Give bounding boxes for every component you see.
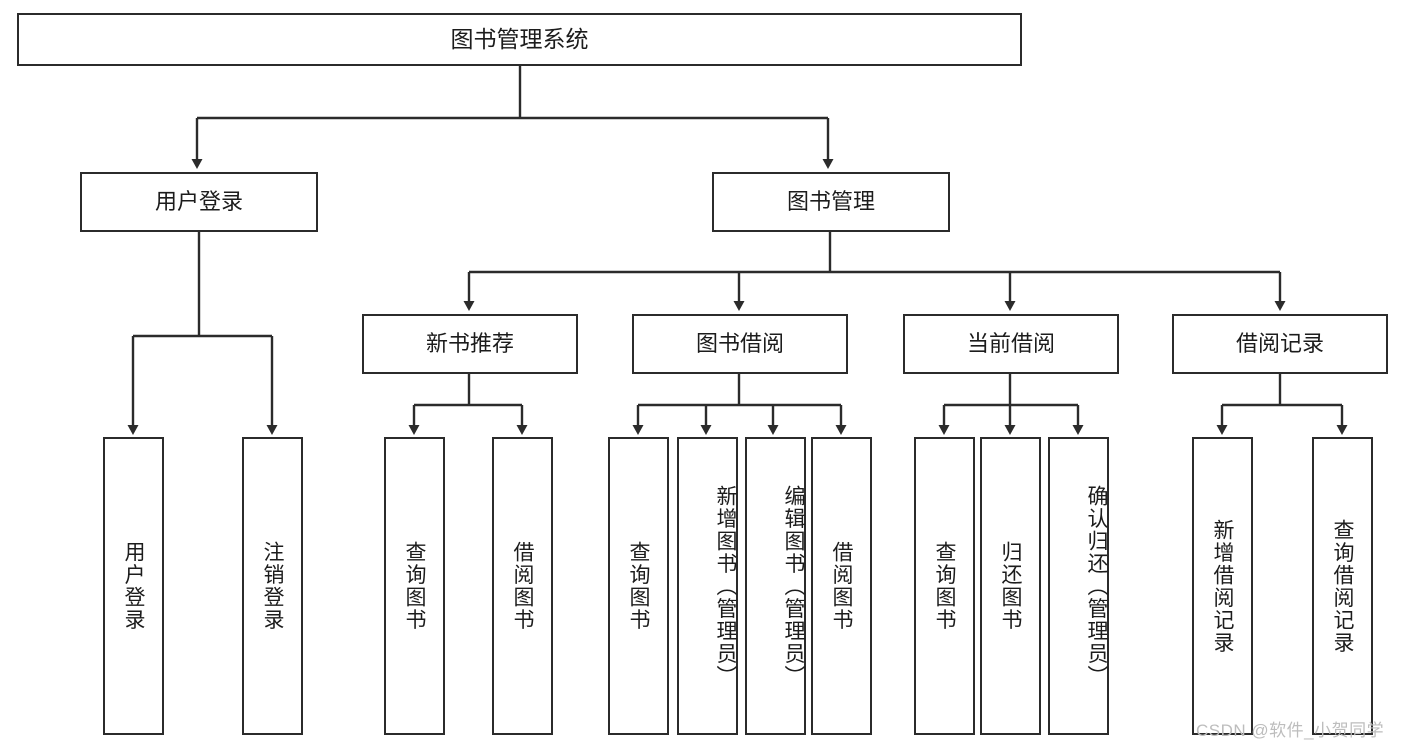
node-label: 新增图书（管理员）	[714, 484, 737, 688]
node-label: 图书管理系统	[450, 26, 589, 53]
node-label: 注销登录	[261, 541, 284, 631]
node-label: 借阅图书	[511, 541, 534, 631]
node-new-book-recommendation[interactable]: 新书推荐	[362, 314, 578, 374]
node-label: 新书推荐	[425, 331, 514, 357]
node-current-borrowing[interactable]: 当前借阅	[903, 314, 1119, 374]
leaf-user-login-logout[interactable]: 注销登录	[242, 437, 303, 735]
leaf-book-borrow-edit-book-admin[interactable]: 编辑图书（管理员）	[745, 437, 806, 735]
node-label: 编辑图书（管理员）	[782, 484, 805, 688]
node-label: 图书借阅	[695, 331, 784, 357]
leaf-current-borrow-query-books[interactable]: 查询图书	[914, 437, 975, 735]
leaf-current-borrow-confirm-return-admin[interactable]: 确认归还（管理员）	[1048, 437, 1109, 735]
leaf-user-login-login[interactable]: 用户登录	[103, 437, 164, 735]
node-label: 用户登录	[154, 189, 243, 215]
leaf-borrow-records-query-record[interactable]: 查询借阅记录	[1312, 437, 1373, 735]
node-label: 查询借阅记录	[1331, 518, 1354, 654]
leaf-book-borrow-add-book-admin[interactable]: 新增图书（管理员）	[677, 437, 738, 735]
node-label: 借阅图书	[830, 541, 853, 631]
node-label: 图书管理	[786, 189, 875, 215]
node-book-borrowing[interactable]: 图书借阅	[632, 314, 848, 374]
leaf-book-borrow-query-books[interactable]: 查询图书	[608, 437, 669, 735]
node-label: 查询图书	[403, 541, 426, 631]
node-label: 借阅记录	[1235, 331, 1324, 357]
node-book-management[interactable]: 图书管理	[712, 172, 950, 232]
node-label: 查询图书	[933, 541, 956, 631]
node-label: 当前借阅	[966, 331, 1055, 357]
node-root-library-management-system[interactable]: 图书管理系统	[17, 13, 1022, 66]
node-borrow-records[interactable]: 借阅记录	[1172, 314, 1388, 374]
node-user-login[interactable]: 用户登录	[80, 172, 318, 232]
node-label: 查询图书	[627, 541, 650, 631]
csdn-watermark: CSDN @软件_小贺同学	[1196, 721, 1385, 740]
leaf-new-book-borrow-books[interactable]: 借阅图书	[492, 437, 553, 735]
leaf-new-book-query-books[interactable]: 查询图书	[384, 437, 445, 735]
leaf-borrow-records-add-record[interactable]: 新增借阅记录	[1192, 437, 1253, 735]
leaf-current-borrow-return-books[interactable]: 归还图书	[980, 437, 1041, 735]
node-label: 新增借阅记录	[1211, 518, 1234, 654]
node-label: 用户登录	[122, 541, 145, 631]
node-label: 确认归还（管理员）	[1085, 484, 1108, 688]
node-label: 归还图书	[999, 541, 1022, 631]
leaf-book-borrow-borrow-books[interactable]: 借阅图书	[811, 437, 872, 735]
